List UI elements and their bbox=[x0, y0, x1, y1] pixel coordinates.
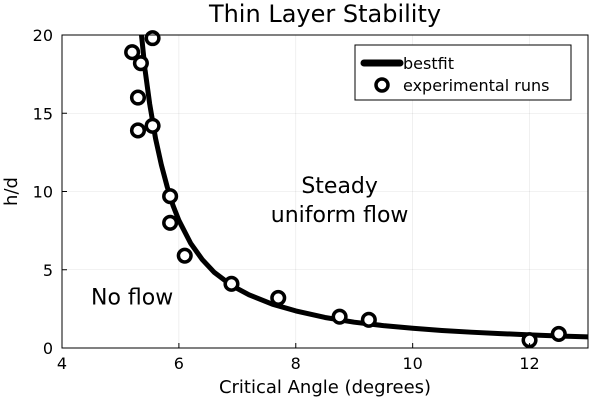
experimental-run-point bbox=[550, 325, 567, 342]
legend-marker-swatch bbox=[374, 77, 390, 93]
axis-ticks: 4 6 8 10 12 0 5 10 15 20 bbox=[33, 26, 540, 373]
y-tick-label: 15 bbox=[33, 104, 53, 123]
x-tick-label: 4 bbox=[57, 354, 67, 373]
y-tick-label: 0 bbox=[43, 339, 53, 358]
experimental-run-point bbox=[124, 44, 141, 61]
legend-label-experimental-runs: experimental runs bbox=[403, 76, 549, 95]
experimental-run-point bbox=[162, 188, 179, 205]
experimental-run-point bbox=[331, 308, 348, 325]
x-tick-label: 6 bbox=[174, 354, 184, 373]
annotation-text: uniform flow bbox=[271, 203, 409, 228]
y-tick-label: 5 bbox=[43, 261, 53, 280]
y-tick-label: 20 bbox=[33, 26, 53, 45]
experimental-run-point bbox=[360, 311, 377, 328]
experimental-run-point bbox=[144, 117, 161, 134]
y-axis-label: h/d bbox=[1, 177, 22, 206]
experimental-run-point bbox=[132, 55, 149, 72]
experimental-run-point bbox=[144, 30, 161, 47]
annotations: Steady uniform flow No flow bbox=[91, 174, 408, 311]
series-layer bbox=[124, 30, 588, 349]
x-tick-label: 8 bbox=[291, 354, 301, 373]
experimental-run-point bbox=[176, 247, 193, 264]
x-axis-label: Critical Angle (degrees) bbox=[219, 377, 431, 398]
experimental-run-point bbox=[270, 289, 287, 306]
legend: bestfit experimental runs bbox=[354, 44, 572, 101]
legend-label-bestfit: bestfit bbox=[403, 54, 454, 73]
x-tick-label: 12 bbox=[519, 354, 539, 373]
experimental-run-point bbox=[129, 89, 147, 106]
x-tick-label: 10 bbox=[402, 354, 422, 373]
chart-title: Thin Layer Stability bbox=[208, 0, 441, 28]
annotation-text: Steady bbox=[301, 174, 378, 199]
annotation-text: No flow bbox=[91, 285, 173, 310]
bestfit-line bbox=[138, 35, 588, 340]
experimental-run-point bbox=[162, 214, 179, 231]
experimental-run-point bbox=[223, 275, 240, 292]
legend-box bbox=[354, 44, 572, 101]
experimental-run-point bbox=[129, 122, 147, 139]
y-tick-label: 10 bbox=[33, 183, 53, 202]
